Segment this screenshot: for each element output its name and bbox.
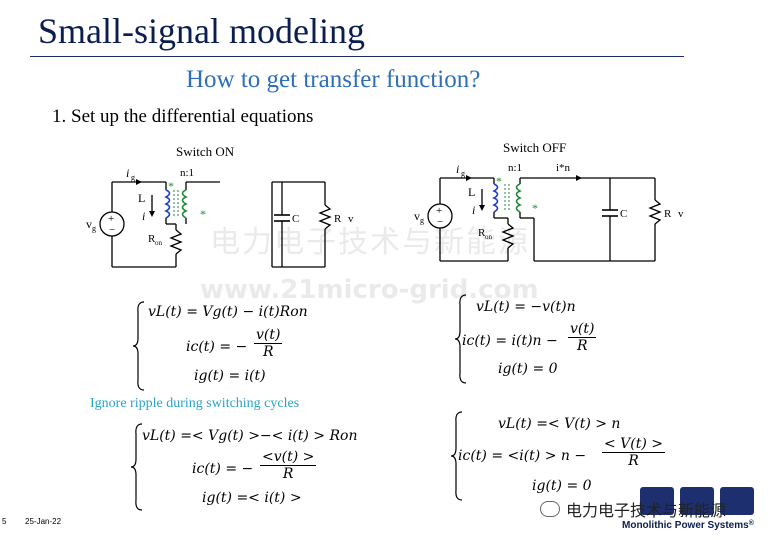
svg-text:*: * [200, 207, 206, 221]
logo-block [640, 487, 674, 515]
svg-text:on: on [485, 233, 493, 241]
watermark-url: www.21micro-grid.com [200, 275, 539, 305]
switch-off-circuit: i g n:1 i*n L i v g + − R on C R v * * [414, 162, 684, 262]
svg-text:g: g [131, 173, 135, 182]
svg-text:i: i [456, 162, 459, 176]
equation-vl: vL(t) =< Vg(t) >−< i(t) > Ron [142, 428, 358, 444]
svg-text:R: R [478, 227, 486, 239]
equation-ic: ic(t) = − [192, 461, 254, 477]
equation-ig: ig(t) = 0 [532, 478, 592, 494]
equations-switch-off: vL(t) = −v(t)n ic(t) = i(t)n − v(t)R ig(… [454, 293, 654, 385]
svg-text:i: i [472, 203, 475, 217]
svg-text:v: v [86, 217, 92, 231]
svg-text:−: − [109, 224, 115, 236]
svg-text:n:1: n:1 [180, 167, 194, 179]
svg-text:g: g [461, 169, 465, 178]
switch-on-title: Switch ON [176, 144, 235, 159]
page-number: 5 [2, 517, 7, 526]
step-heading: 1. Set up the differential equations [52, 106, 314, 127]
svg-text:i: i [126, 166, 129, 180]
svg-text:R: R [334, 213, 342, 225]
svg-text:*: * [168, 179, 174, 193]
equation-vl: vL(t) = Vg(t) − i(t)Ron [148, 304, 308, 320]
left-brace [130, 423, 143, 511]
svg-text:−: − [437, 216, 443, 228]
svg-text:R: R [664, 208, 672, 220]
fraction: < V(t) >R [602, 436, 666, 469]
equation-vl: vL(t) = −v(t)n [476, 299, 576, 315]
switch-off-title: Switch OFF [503, 140, 567, 155]
fraction: v(t)R [568, 321, 597, 354]
svg-text:R: R [148, 233, 156, 245]
left-brace [132, 301, 145, 391]
equation-vl: vL(t) =< V(t) > n [498, 416, 621, 432]
svg-text:*: * [496, 174, 502, 188]
svg-text:v: v [414, 209, 420, 223]
switch-on-circuit: i g n:1 L i v g + − R on C R v * * [86, 166, 354, 268]
svg-text:L: L [138, 191, 145, 205]
svg-text:+: + [108, 213, 114, 225]
svg-text:i: i [142, 209, 145, 223]
left-brace [454, 294, 467, 384]
equation-ic: ic(t) = − [186, 339, 248, 355]
company-logo-text: Monolithic Power Systems® [622, 520, 754, 531]
svg-text:+: + [436, 205, 442, 217]
equation-ic: ic(t) = i(t)n − [462, 333, 558, 349]
equation-ig: ig(t) = 0 [498, 361, 558, 377]
svg-text:i*n: i*n [556, 162, 571, 174]
equations-averaged-on: vL(t) =< Vg(t) >−< i(t) > Ron ic(t) = − … [130, 422, 390, 512]
logo-block [720, 487, 754, 515]
svg-text:*: * [532, 201, 538, 215]
svg-text:v: v [348, 213, 354, 225]
wechat-account-label: 电力电子技术与新能源 [540, 497, 726, 521]
slide-date: 25-Jan-22 [25, 517, 62, 526]
equation-ic: ic(t) = <i(t) > n − [458, 448, 587, 464]
ignore-ripple-note: Ignore ripple during switching cycles [90, 396, 300, 411]
equations-switch-on: vL(t) = Vg(t) − i(t)Ron ic(t) = − v(t)R … [132, 300, 362, 392]
equation-ig: ig(t) =< i(t) > [202, 490, 302, 506]
title-divider [30, 56, 684, 57]
svg-text:n:1: n:1 [508, 162, 522, 174]
svg-text:L: L [468, 185, 475, 199]
fraction: <v(t) >R [260, 449, 317, 482]
watermark-chinese: 电力电子技术与新能源 [210, 225, 530, 260]
svg-text:C: C [292, 213, 299, 225]
fraction: v(t)R [254, 327, 283, 360]
svg-text:on: on [155, 239, 163, 247]
logo-block [680, 487, 714, 515]
equations-averaged-off: vL(t) =< V(t) > n ic(t) = <i(t) > n − < … [450, 410, 680, 502]
page-subtitle: How to get transfer function? [186, 66, 481, 93]
svg-text:C: C [620, 208, 627, 220]
equation-ig: ig(t) = i(t) [194, 368, 266, 384]
svg-text:g: g [92, 224, 96, 233]
left-brace [450, 411, 463, 501]
page-title: Small-signal modeling [38, 11, 365, 51]
wechat-icon [540, 501, 560, 517]
svg-text:v: v [678, 208, 684, 220]
svg-text:g: g [420, 216, 424, 225]
